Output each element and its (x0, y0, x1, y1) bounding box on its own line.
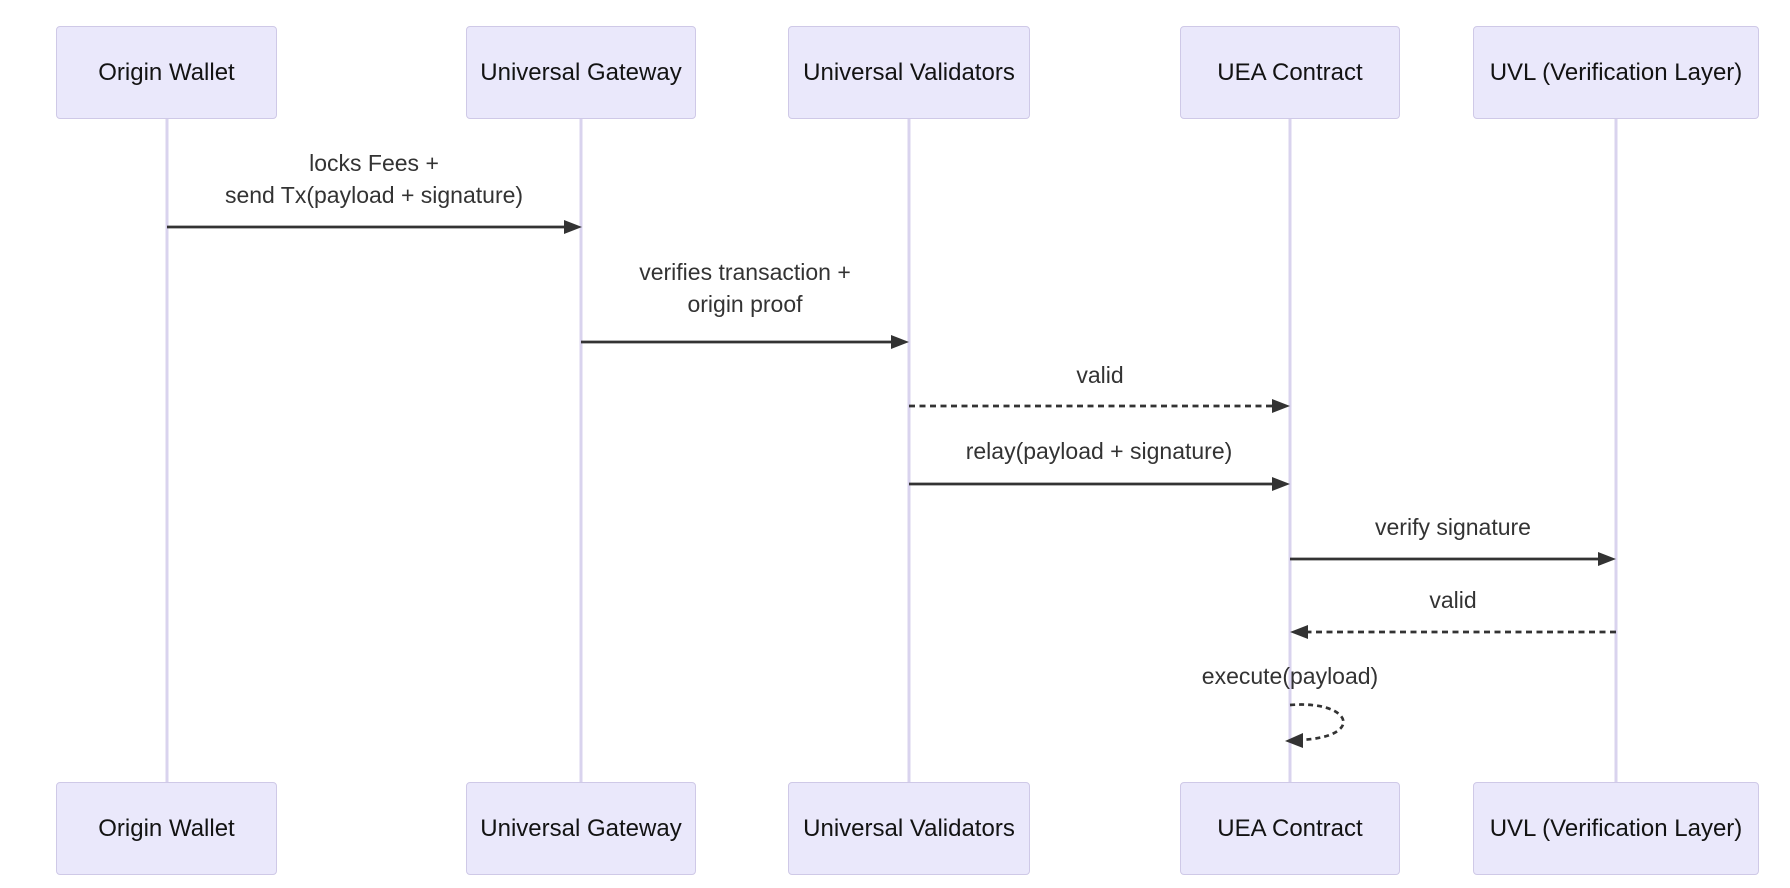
message-6-label: valid (1429, 584, 1476, 616)
actor-label: UVL (Verification Layer) (1489, 58, 1743, 86)
actor-top-uea-contract: UEA Contract (1180, 26, 1400, 119)
message-4-arrow (909, 477, 1290, 491)
message-1-label: locks Fees + send Tx(payload + signature… (225, 147, 523, 211)
actor-label: UEA Contract (1217, 58, 1363, 86)
actor-top-universal-validators: Universal Validators (788, 26, 1030, 119)
message-7-self-loop-arrow (1285, 703, 1345, 748)
actor-bottom-origin-wallet: Origin Wallet (56, 782, 277, 875)
actor-label: Origin Wallet (98, 58, 235, 86)
actor-label: UVL (Verification Layer) (1489, 814, 1743, 842)
actor-top-universal-gateway: Universal Gateway (466, 26, 696, 119)
message-line: execute(payload) (1201, 663, 1379, 689)
message-line: send Tx(payload + signature) (224, 182, 524, 208)
message-5-arrow (1290, 552, 1616, 566)
actor-label: Universal Validators (803, 814, 1015, 842)
message-line: relay(payload + signature) (965, 438, 1233, 464)
message-4-label: relay(payload + signature) (966, 435, 1233, 467)
message-6-arrow (1290, 625, 1616, 639)
message-3-label: valid (1076, 359, 1123, 391)
message-line: valid (1076, 362, 1124, 388)
actor-label: Universal Gateway (480, 814, 682, 842)
actor-label: UEA Contract (1217, 814, 1363, 842)
actor-bottom-uea-contract: UEA Contract (1180, 782, 1400, 875)
message-1-arrow (167, 220, 582, 234)
actor-label: Universal Validators (803, 58, 1015, 86)
message-2-label: verifies transaction + origin proof (639, 256, 851, 320)
message-5-label: verify signature (1375, 511, 1531, 543)
actor-label: Universal Gateway (480, 58, 682, 86)
message-2-arrow (581, 335, 909, 349)
actor-top-origin-wallet: Origin Wallet (56, 26, 277, 119)
message-line: locks Fees + (309, 150, 439, 176)
message-line: verify signature (1375, 514, 1531, 540)
message-line: origin proof (687, 291, 803, 317)
actor-bottom-universal-validators: Universal Validators (788, 782, 1030, 875)
actor-bottom-universal-gateway: Universal Gateway (466, 782, 696, 875)
actor-top-uvl: UVL (Verification Layer) (1473, 26, 1759, 119)
message-line: verifies transaction + (639, 259, 851, 285)
message-line: valid (1429, 587, 1477, 613)
message-3-arrow (909, 399, 1290, 413)
actor-bottom-uvl: UVL (Verification Layer) (1473, 782, 1759, 875)
message-7-label: execute(payload) (1202, 660, 1378, 692)
actor-label: Origin Wallet (98, 814, 235, 842)
